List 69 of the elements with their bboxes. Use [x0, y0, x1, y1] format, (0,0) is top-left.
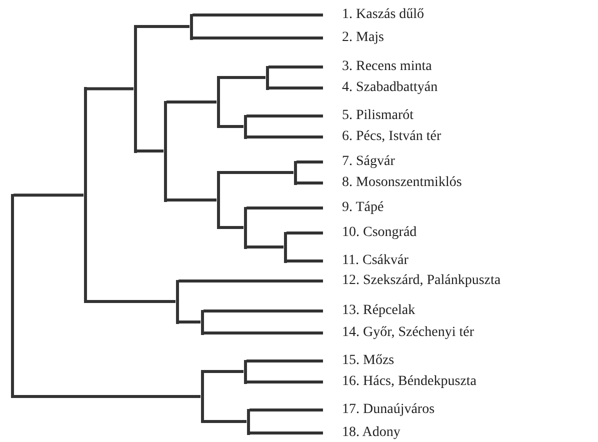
dendrogram-branch: [204, 370, 244, 373]
dendrogram-branch: [86, 87, 134, 90]
dendrogram-branch: [166, 100, 216, 104]
dendrogram-branch: [220, 76, 266, 79]
dendrogram-junction: [216, 171, 220, 229]
dendrogram-junction: [200, 370, 204, 423]
dendrogram-junction: [244, 114, 246, 138]
leaf-label: 14. Győr, Széchenyi tér: [342, 325, 474, 341]
dendrogram-branch: [246, 246, 284, 248]
dendrogram-branch: [246, 136, 323, 138]
leaf-label: 12. Szekszárd, Palánkpuszta: [342, 273, 501, 289]
dendrogram-junction: [176, 280, 178, 324]
dendrogram-branch: [246, 206, 323, 210]
leaf-label: 7. Ságvár: [342, 154, 395, 170]
dendrogram-branch: [136, 25, 190, 28]
dendrogram-branch: [250, 432, 323, 434]
dendrogram-branch: [286, 232, 323, 234]
dendrogram-branch: [220, 171, 294, 174]
leaf-label: 18. Adony: [342, 425, 400, 441]
leaf-label: 1. Kaszás dűlő: [342, 7, 424, 23]
dendrogram-junction: [200, 310, 204, 334]
dendrogram-branch: [192, 14, 323, 16]
dendrogram-branch: [192, 36, 323, 40]
dendrogram-junction: [10, 194, 14, 398]
dendrogram-junction: [164, 100, 166, 202]
leaf-label: 16. Hács, Béndekpuszta: [342, 374, 477, 390]
dendrogram-junction: [266, 66, 268, 90]
dendrogram-junction: [284, 232, 286, 262]
leaf-label: 2. Majs: [342, 30, 384, 46]
dendrogram-branch: [178, 320, 200, 324]
leaf-label: 6. Pécs, István tér: [342, 129, 442, 145]
dendrogram-junction: [190, 14, 192, 40]
dendrogram-junction: [216, 76, 220, 128]
dendrogram-branch: [14, 395, 200, 398]
leaf-label: 15. Mőzs: [342, 353, 394, 369]
dendrogram-junction: [134, 25, 136, 152]
dendrogram-branch: [296, 160, 323, 164]
dendrogram-junction: [294, 160, 296, 184]
dendrogram-branch: [250, 408, 323, 412]
dendrogram-branch: [220, 125, 244, 128]
dendrogram-branch: [220, 226, 244, 229]
dendrogram-junction: [244, 206, 246, 248]
dendrogram-junction: [246, 408, 250, 434]
dendrogram-branch: [246, 360, 323, 362]
dendrogram-branch: [204, 310, 323, 312]
dendrogram-branch: [204, 332, 323, 334]
leaf-label: 8. Mosonszentmiklós: [342, 175, 462, 191]
dendrogram-branch: [86, 300, 176, 303]
dendrogram-branch: [178, 280, 323, 282]
dendrogram-branch: [268, 66, 323, 68]
leaf-label: 3. Recens minta: [342, 59, 432, 75]
dendrogram-branch: [204, 420, 246, 423]
dendrogram-branch: [268, 86, 323, 90]
leaf-label: 11. Csákvár: [342, 253, 408, 269]
dendrogram-branch: [296, 182, 323, 184]
dendrogram-branch: [246, 114, 323, 118]
leaf-label: 5. Pilismarót: [342, 108, 414, 124]
leaf-label: 4. Szabadbattyán: [342, 80, 438, 96]
dendrogram-branch: [246, 380, 323, 384]
leaf-label: 17. Dunaújváros: [342, 402, 435, 418]
leaf-label: 9. Tápé: [342, 200, 384, 216]
dendrogram-branch: [166, 198, 216, 202]
dendrogram-branch: [14, 194, 84, 197]
dendrogram-junction: [244, 360, 246, 384]
leaf-label: 10. Csongrád: [342, 225, 417, 241]
dendrogram-branch: [136, 150, 164, 152]
dendrogram-branch: [286, 260, 323, 262]
leaf-label: 13. Répcelak: [342, 303, 416, 319]
dendrogram-junction: [84, 87, 86, 303]
